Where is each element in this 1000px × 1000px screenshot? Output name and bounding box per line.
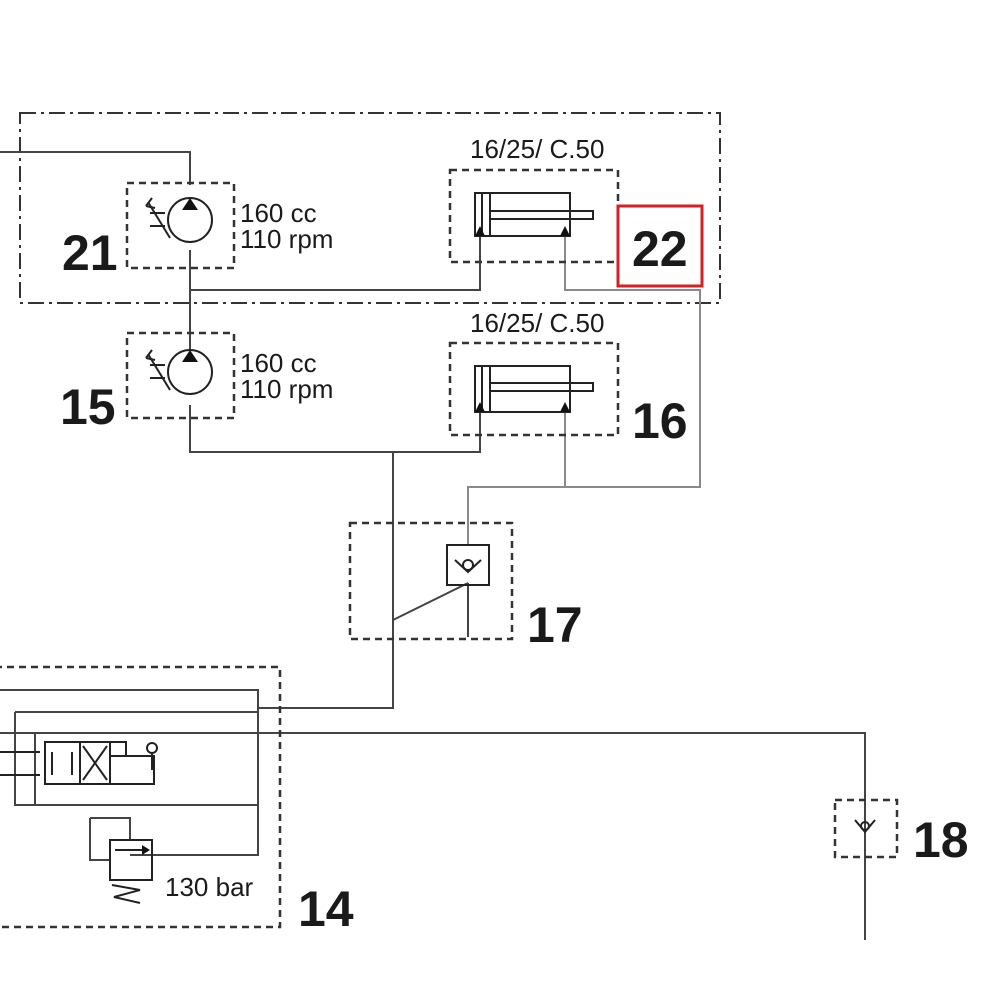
motor-21-speed: 110 rpm xyxy=(240,224,333,254)
valve-block-14-number: 14 xyxy=(298,881,354,937)
cylinder-22-number: 22 xyxy=(632,221,688,277)
cylinder-16-number: 16 xyxy=(632,393,688,449)
motor-15-displacement: 160 cc xyxy=(240,348,317,378)
cylinder-16-spec: 16/25/ C.50 xyxy=(470,308,604,338)
check-valve-18-number: 18 xyxy=(913,812,969,868)
cylinder-16: 16/25/ C.50 16 xyxy=(448,308,688,449)
valve-block-14: 130 bar 14 xyxy=(0,665,354,937)
motor-21: 160 cc 110 rpm 21 xyxy=(62,181,333,281)
check-valve-18: 18 xyxy=(833,798,969,868)
cylinder-22: 16/25/ C.50 xyxy=(448,134,620,264)
highlight-box xyxy=(616,204,704,288)
motor-15-speed: 110 rpm xyxy=(240,374,333,404)
valve-17: 17 xyxy=(348,521,583,653)
motor-15-number: 15 xyxy=(60,379,116,435)
relief-pressure: 130 bar xyxy=(165,872,254,902)
motor-21-number: 21 xyxy=(62,225,118,281)
hydraulic-lines xyxy=(0,151,866,940)
cylinder-22-spec: 16/25/ C.50 xyxy=(470,134,604,164)
assembly-21-22-outline xyxy=(19,112,721,304)
motor-15: 160 cc 110 rpm 15 xyxy=(60,331,333,435)
valve-17-number: 17 xyxy=(527,597,583,653)
motor-21-displacement: 160 cc xyxy=(240,198,317,228)
